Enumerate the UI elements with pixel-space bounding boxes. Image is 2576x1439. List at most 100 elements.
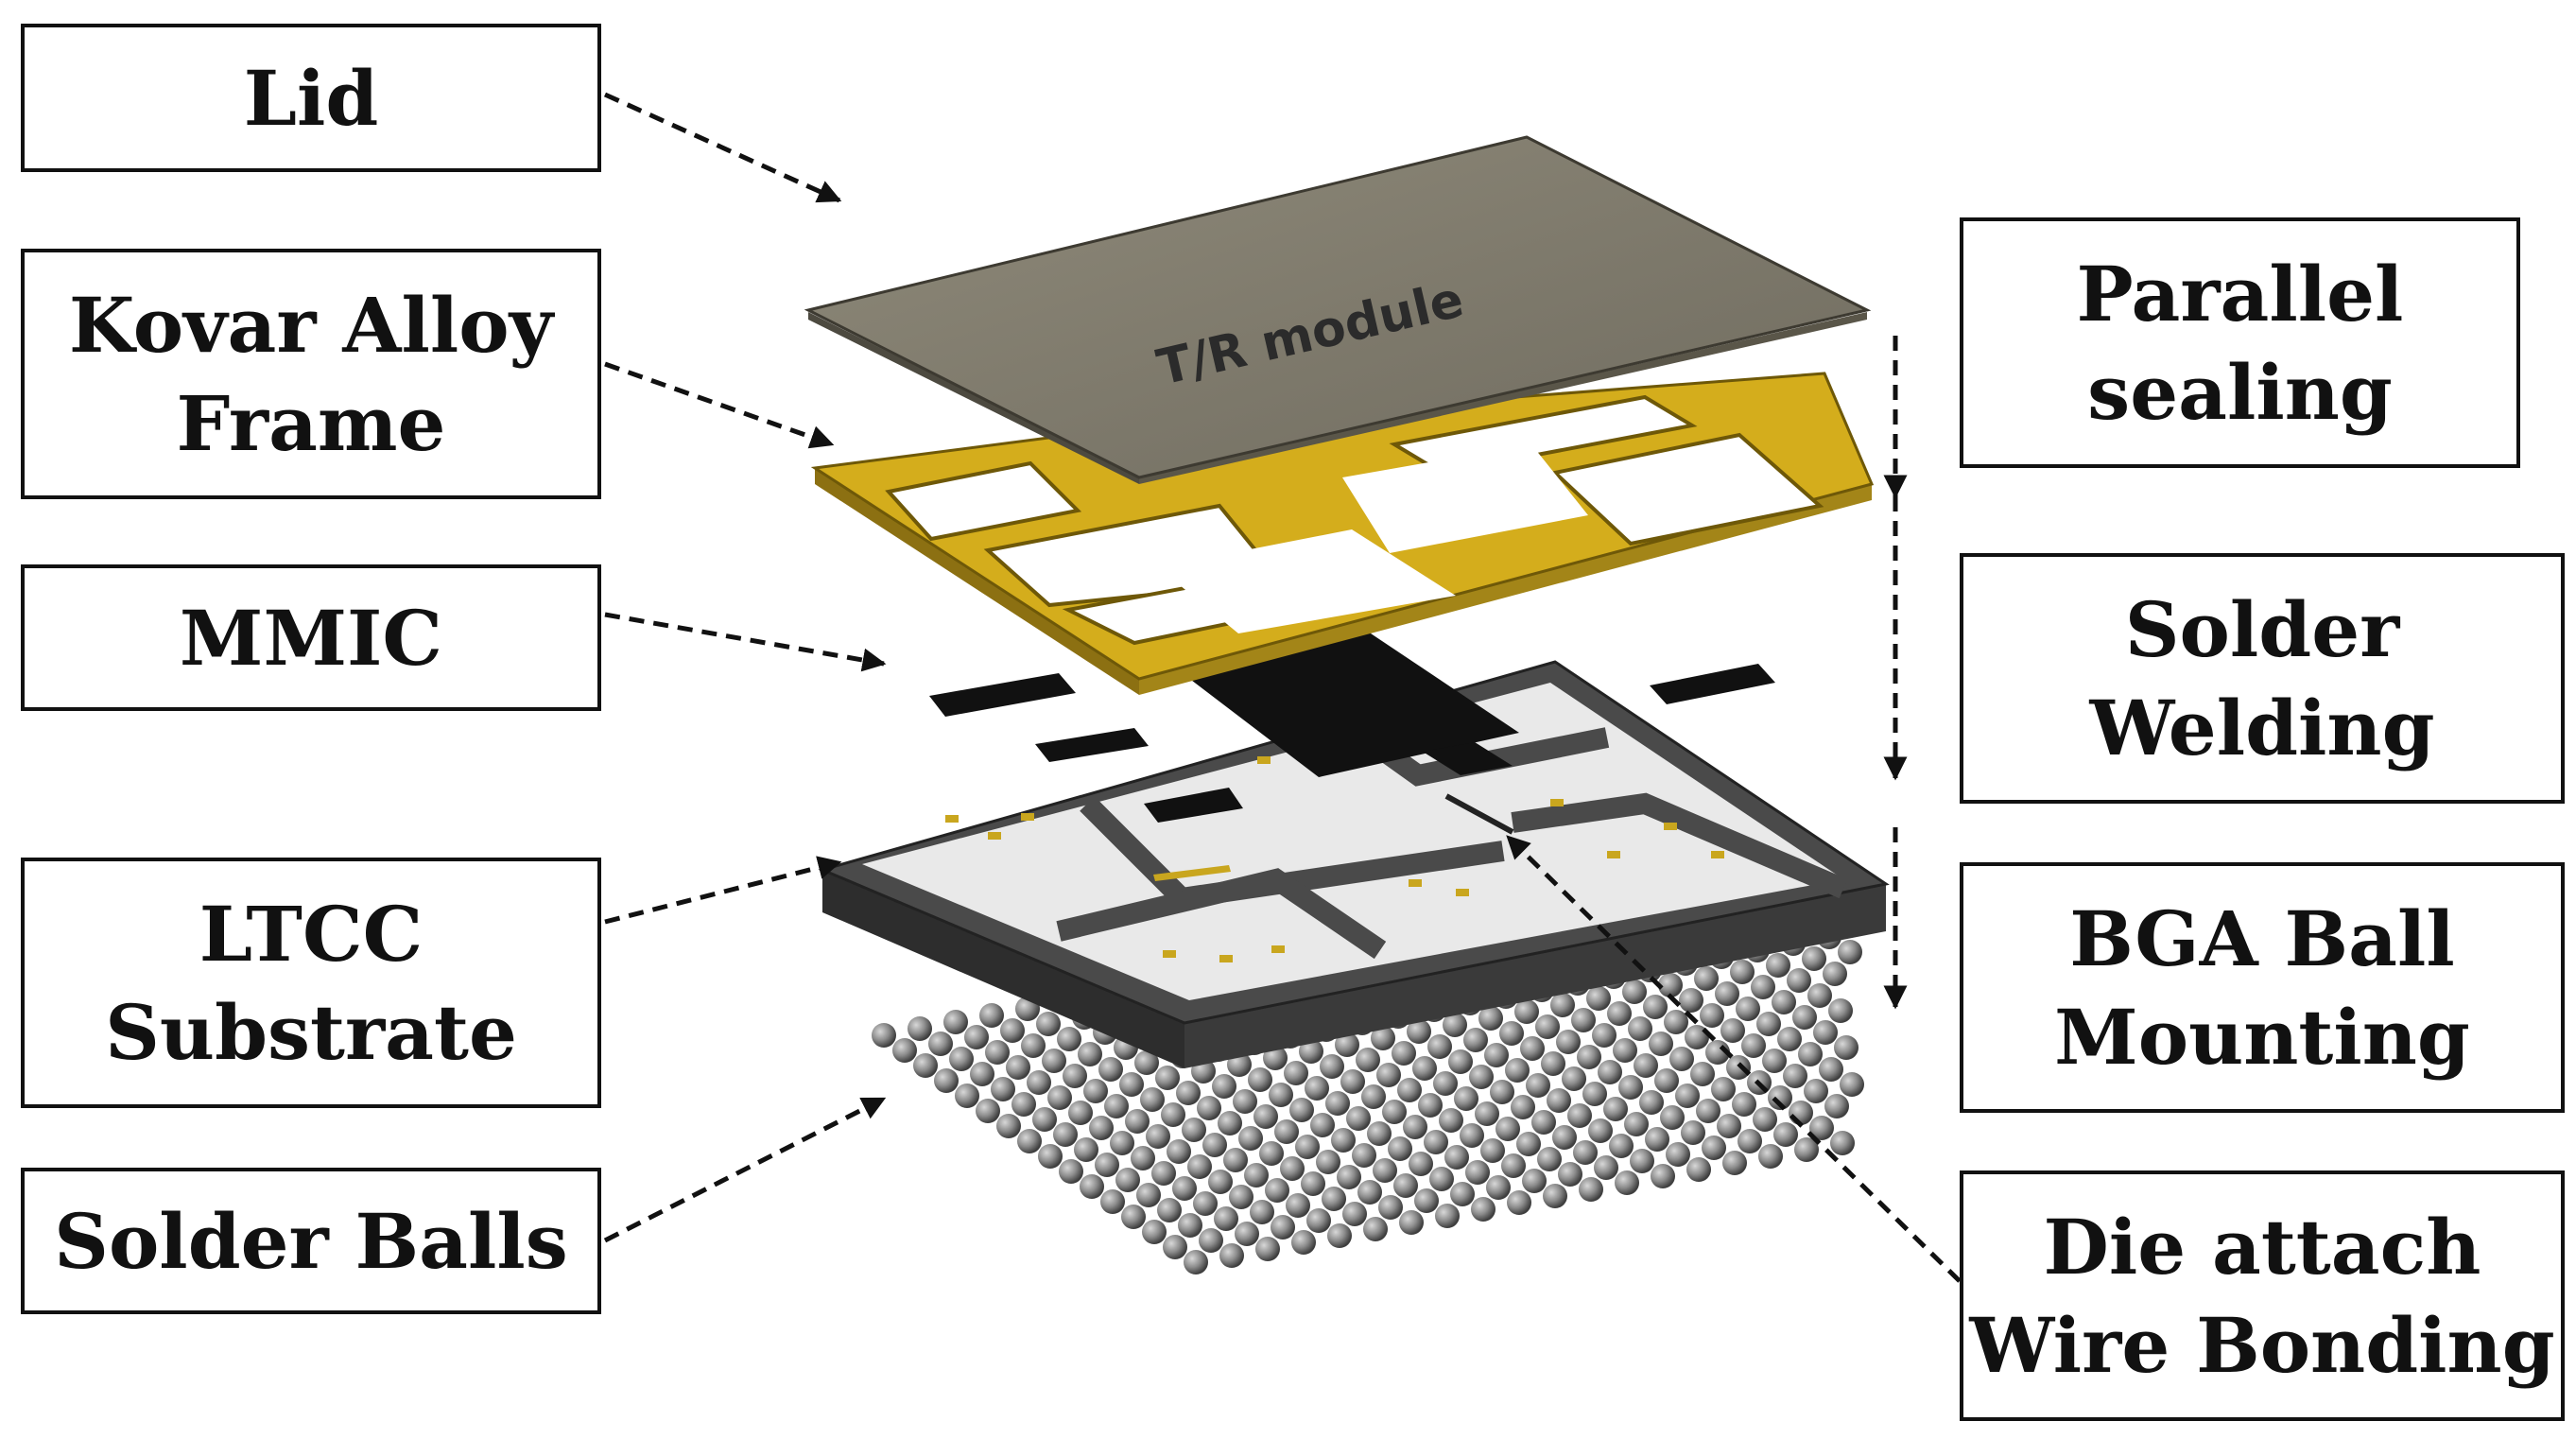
solder-ball bbox=[985, 1040, 1010, 1065]
solder-ball bbox=[1588, 1118, 1613, 1143]
solder-ball bbox=[1598, 1060, 1622, 1084]
solder-ball bbox=[1439, 1108, 1463, 1133]
solder-ball bbox=[1346, 1106, 1371, 1131]
solder-ball bbox=[1607, 1001, 1632, 1026]
solder-ball bbox=[1167, 1139, 1191, 1164]
solder-ball bbox=[1448, 1049, 1473, 1074]
solder-ball bbox=[913, 1053, 938, 1078]
solder-ball bbox=[1100, 1189, 1125, 1214]
solder-ball bbox=[1078, 1042, 1102, 1066]
solder-ball bbox=[1582, 1082, 1607, 1106]
solder-ball bbox=[1310, 1113, 1335, 1137]
solder-ball bbox=[1443, 1013, 1467, 1037]
solder-ball bbox=[1773, 1122, 1798, 1147]
solder-ball bbox=[1435, 1204, 1460, 1228]
solder-ball bbox=[1819, 1057, 1843, 1082]
solder-ball bbox=[1382, 1100, 1407, 1124]
solder-ball bbox=[1541, 1051, 1565, 1076]
solder-ball bbox=[1255, 1237, 1280, 1261]
solder-ball bbox=[1798, 1042, 1823, 1066]
solder-ball bbox=[1176, 1081, 1201, 1105]
solder-ball bbox=[1681, 1120, 1705, 1145]
solder-ball bbox=[1794, 1137, 1819, 1162]
solder-ball bbox=[1511, 1095, 1535, 1119]
solder-ball bbox=[1669, 1047, 1694, 1071]
solder-ball bbox=[1429, 1167, 1454, 1191]
solder-ball bbox=[1271, 1215, 1295, 1240]
solder-ball bbox=[1535, 1014, 1560, 1039]
solder-ball bbox=[1140, 1087, 1165, 1112]
solder-ball bbox=[1235, 1222, 1259, 1246]
solder-ball bbox=[1233, 1089, 1257, 1114]
solder-ball bbox=[1556, 1030, 1581, 1054]
solder-ball bbox=[1664, 1010, 1688, 1034]
solder-ball bbox=[1550, 993, 1575, 1017]
solder-ball bbox=[1726, 1055, 1751, 1080]
solder-ball bbox=[1011, 1092, 1036, 1117]
solder-ball bbox=[1305, 1076, 1329, 1101]
solder-ball bbox=[1295, 1135, 1320, 1159]
solder-ball bbox=[1178, 1213, 1202, 1238]
solder-ball bbox=[1080, 1174, 1104, 1199]
solder-ball bbox=[1098, 1057, 1123, 1082]
solder-ball bbox=[991, 1077, 1015, 1101]
parallel-sealing-label: Parallel sealing bbox=[1960, 217, 2520, 468]
solder-ball bbox=[1397, 1078, 1422, 1102]
solder-ball bbox=[1244, 1163, 1269, 1188]
solder-ball bbox=[1789, 1101, 1813, 1125]
solder-ball bbox=[1322, 1187, 1346, 1211]
solder-ball bbox=[996, 1114, 1021, 1138]
solder-ball bbox=[1193, 1191, 1218, 1216]
solder-ball bbox=[1501, 1153, 1526, 1178]
solder-ball bbox=[1777, 1027, 1802, 1051]
solder-ball bbox=[1115, 1168, 1140, 1192]
solder-ball bbox=[1238, 1126, 1263, 1151]
solder-ball bbox=[1371, 1026, 1395, 1050]
solder-ball bbox=[1526, 1073, 1550, 1098]
solder-ball bbox=[1490, 1080, 1514, 1104]
solder-ball bbox=[1730, 960, 1755, 984]
solder-ball bbox=[1824, 1094, 1849, 1118]
solder-ball bbox=[1074, 1137, 1098, 1162]
solder-ball bbox=[908, 1016, 932, 1041]
solder-ball bbox=[1469, 1065, 1494, 1089]
solder-ball bbox=[1537, 1147, 1562, 1171]
solder-ball bbox=[1802, 946, 1826, 971]
solder-ball bbox=[1571, 1008, 1596, 1032]
solder-ball bbox=[1630, 1149, 1654, 1173]
solder-ball bbox=[1618, 1075, 1643, 1100]
solder-ball bbox=[1006, 1055, 1030, 1080]
process-flow-arrows bbox=[1506, 336, 1962, 1283]
solder-ball bbox=[1507, 1190, 1531, 1215]
mmic-chip-5 bbox=[1423, 742, 1513, 775]
mmic-chip-1 bbox=[929, 673, 1076, 717]
solder-ball bbox=[1715, 981, 1739, 1006]
solder-ball bbox=[1157, 1198, 1182, 1222]
solder-ball bbox=[1095, 1153, 1119, 1177]
solder-ball bbox=[1053, 1122, 1078, 1147]
solder-ball bbox=[1783, 1064, 1807, 1088]
solder-ball bbox=[1756, 1012, 1781, 1036]
solder-ball bbox=[1766, 953, 1790, 978]
solder-ball bbox=[1552, 1125, 1577, 1150]
solder-ball bbox=[1484, 1043, 1509, 1067]
solder-ball bbox=[1666, 1142, 1690, 1167]
solder-ball bbox=[1269, 1083, 1293, 1107]
solder-ball bbox=[1433, 1071, 1458, 1096]
solder-ball bbox=[1592, 1023, 1616, 1048]
solder-ball bbox=[1686, 1157, 1711, 1182]
solder-ball bbox=[1654, 1068, 1679, 1093]
solder-ball bbox=[1741, 1033, 1766, 1058]
solder-ball bbox=[1516, 1132, 1541, 1156]
solder-ball bbox=[1197, 1096, 1221, 1120]
solder-ball bbox=[1335, 1032, 1359, 1057]
solder-ball bbox=[1325, 1091, 1350, 1116]
lid: T/R module bbox=[804, 135, 1872, 484]
solder-ball bbox=[1768, 1085, 1792, 1110]
solder-ball bbox=[1809, 1116, 1834, 1140]
solder-ball bbox=[1289, 1098, 1314, 1122]
mmic-chip-2 bbox=[1035, 728, 1149, 762]
solder-ball bbox=[1036, 1012, 1061, 1036]
solder-ball bbox=[1253, 1104, 1278, 1129]
solder-ball bbox=[1250, 1200, 1274, 1224]
